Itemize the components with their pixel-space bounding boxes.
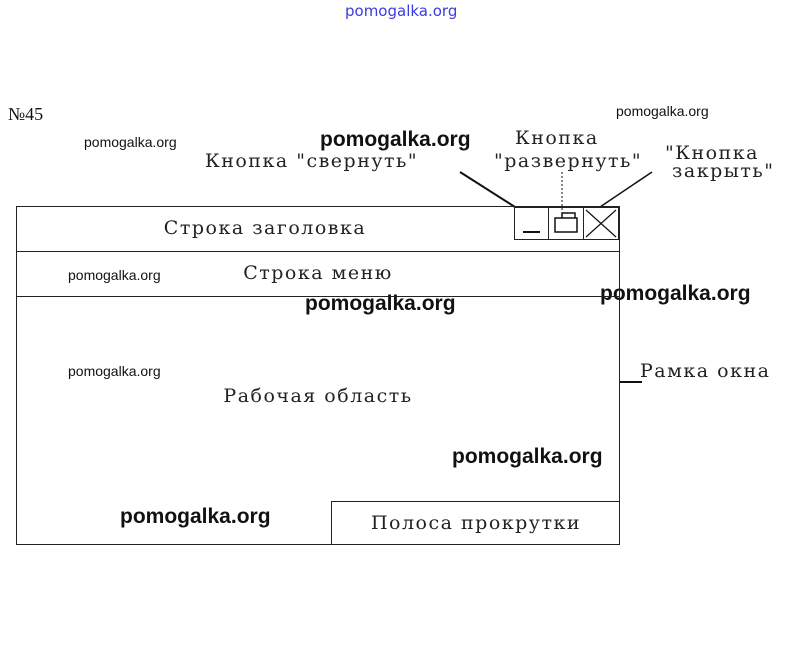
minimize-label: Кнопка "свернуть" — [205, 150, 419, 172]
watermark: pomogalka.org — [68, 267, 161, 283]
minimize-button[interactable] — [514, 207, 549, 240]
watermark: pomogalka.org — [120, 505, 271, 528]
scrollbar[interactable]: Полоса прокрутки — [331, 501, 619, 544]
title-bar-text: Строка заголовка — [163, 217, 367, 239]
close-icon — [585, 209, 617, 238]
watermark: pomogalka.org — [320, 128, 471, 151]
maximize-label-line1: Кнопка — [515, 127, 599, 149]
watermark: pomogalka.org — [68, 363, 161, 379]
title-bar[interactable]: Строка заголовка — [17, 207, 619, 252]
maximize-button[interactable] — [548, 207, 584, 240]
watermark: pomogalka.org — [452, 445, 603, 468]
maximize-label-line2: "развернуть" — [494, 150, 643, 172]
scrollbar-text: Полоса прокрутки — [370, 512, 582, 534]
close-label-line2: закрыть" — [672, 160, 775, 182]
minimize-pointer — [459, 171, 516, 208]
close-pointer — [599, 171, 653, 208]
work-area-text: Рабочая область — [223, 385, 413, 407]
close-label-line1: "Кнопка — [665, 142, 759, 164]
watermark: pomogalka.org — [305, 292, 456, 315]
work-area[interactable]: Рабочая область Полоса прокрутки — [17, 297, 619, 544]
maximize-icon — [554, 212, 578, 233]
watermark: pomogalka.org — [600, 282, 751, 305]
task-number: №45 — [8, 104, 44, 124]
watermark: pomogalka.org — [84, 134, 177, 150]
close-button[interactable] — [583, 207, 619, 240]
watermark: pomogalka.org — [616, 103, 709, 119]
frame-label: Рамка окна — [640, 360, 771, 382]
menu-bar-text: Строка меню — [243, 262, 393, 284]
top-watermark: pomogalka.org — [345, 2, 458, 20]
minimize-icon — [523, 231, 540, 233]
menu-bar[interactable]: Строка меню — [17, 251, 619, 297]
window-frame: Строка заголовка Строка меню Рабочая об — [16, 206, 620, 545]
